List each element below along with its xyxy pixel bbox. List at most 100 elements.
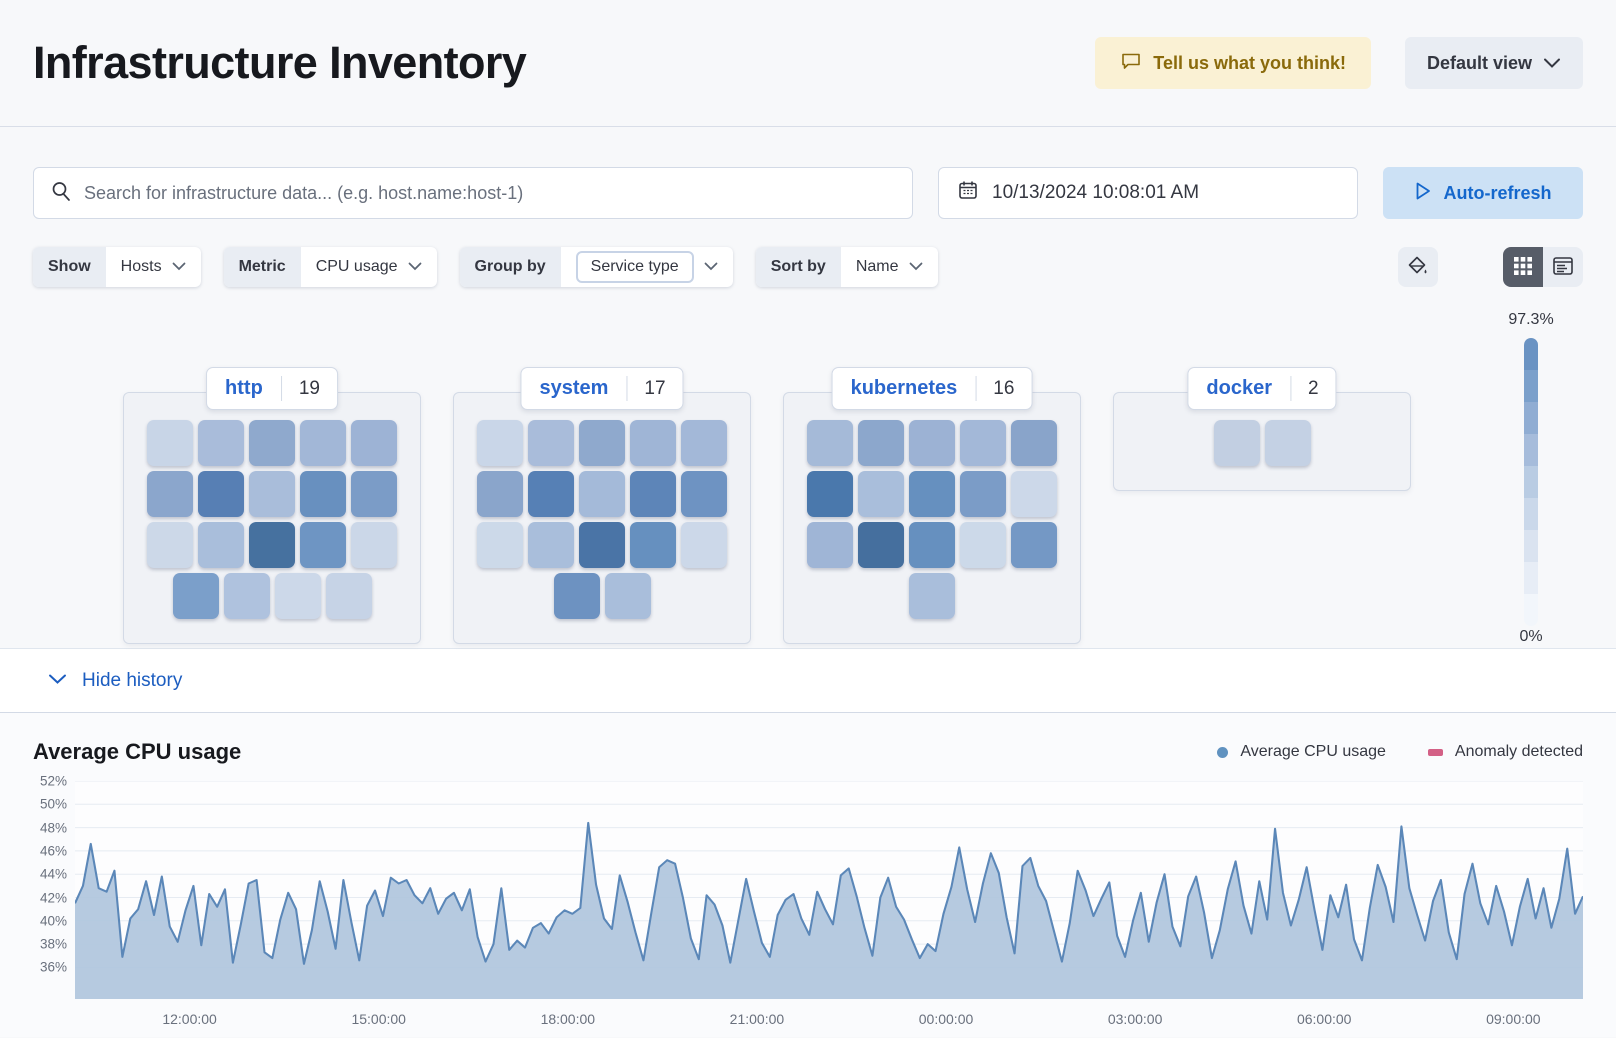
host-cell[interactable]	[528, 522, 574, 568]
host-cell[interactable]	[909, 522, 955, 568]
host-cell[interactable]	[1011, 522, 1057, 568]
host-cell[interactable]	[630, 522, 676, 568]
group-by-value-pill[interactable]: Service type	[575, 251, 694, 283]
host-cell[interactable]	[147, 420, 193, 466]
group-name-link[interactable]: docker	[1206, 377, 1273, 399]
map-view-button[interactable]	[1503, 247, 1543, 287]
host-cell[interactable]	[579, 522, 625, 568]
sort-by-filter[interactable]: Sort by Name	[755, 247, 938, 287]
waffle-row	[147, 573, 397, 619]
y-tick-label: 44%	[39, 866, 67, 882]
group-name-link[interactable]: http	[225, 377, 263, 399]
host-cell[interactable]	[147, 522, 193, 568]
host-cell[interactable]	[681, 522, 727, 568]
host-cell[interactable]	[858, 420, 904, 466]
host-cell[interactable]	[223, 573, 270, 619]
host-cell[interactable]	[858, 471, 904, 517]
date-picker[interactable]: 10/13/2024 10:08:01 AM	[938, 167, 1358, 219]
waffle-row	[147, 471, 397, 517]
host-cell[interactable]	[909, 573, 955, 619]
host-cell[interactable]	[960, 522, 1006, 568]
host-cell[interactable]	[172, 573, 219, 619]
group-name-link[interactable]: system	[539, 377, 609, 399]
host-cell[interactable]	[351, 420, 397, 466]
waffle-row	[147, 420, 397, 466]
host-cell[interactable]	[249, 471, 295, 517]
waffle-row	[807, 573, 1057, 619]
host-cell[interactable]	[630, 471, 676, 517]
host-cell[interactable]	[909, 471, 955, 517]
host-cell[interactable]	[249, 420, 295, 466]
x-tick-label: 06:00:00	[1296, 1011, 1352, 1027]
color-palette-button[interactable]	[1398, 247, 1438, 287]
host-cell[interactable]	[1213, 420, 1260, 466]
auto-refresh-button[interactable]: Auto-refresh	[1383, 167, 1583, 219]
host-cell[interactable]	[249, 522, 295, 568]
y-tick-label: 50%	[39, 796, 67, 812]
host-cell[interactable]	[579, 471, 625, 517]
color-scale-legend: 97.3% 0%	[1486, 311, 1576, 646]
host-cell[interactable]	[351, 522, 397, 568]
search-box[interactable]	[33, 167, 913, 219]
host-cell[interactable]	[858, 522, 904, 568]
search-input[interactable]	[84, 182, 896, 204]
host-cell[interactable]	[681, 471, 727, 517]
metric-filter[interactable]: Metric CPU usage	[223, 247, 437, 287]
host-cell[interactable]	[630, 420, 676, 466]
badge-divider	[975, 376, 977, 401]
filter-row: Show Hosts Metric CPU usage Group by Ser…	[33, 247, 1583, 287]
host-cell[interactable]	[477, 522, 523, 568]
group-by-filter[interactable]: Group by Service type	[459, 247, 733, 287]
search-toolbar: 10/13/2024 10:08:01 AM Auto-refresh	[33, 167, 1583, 219]
scale-step	[1524, 562, 1538, 594]
host-cell[interactable]	[300, 522, 346, 568]
scale-step	[1524, 530, 1538, 562]
host-cell[interactable]	[1011, 420, 1057, 466]
host-cell[interactable]	[300, 420, 346, 466]
y-tick-label: 36%	[39, 959, 67, 975]
host-cell[interactable]	[528, 471, 574, 517]
host-cell[interactable]	[909, 420, 955, 466]
host-cell[interactable]	[960, 471, 1006, 517]
paint-bucket-icon	[1406, 254, 1430, 281]
host-cell[interactable]	[1264, 420, 1311, 466]
host-cell[interactable]	[960, 420, 1006, 466]
host-cell[interactable]	[553, 573, 600, 619]
host-cell[interactable]	[579, 420, 625, 466]
host-cell[interactable]	[198, 471, 244, 517]
host-cell[interactable]	[807, 471, 853, 517]
host-cell[interactable]	[477, 420, 523, 466]
show-filter[interactable]: Show Hosts	[33, 247, 201, 287]
host-cell[interactable]	[807, 522, 853, 568]
host-cell[interactable]	[807, 420, 853, 466]
host-cell[interactable]	[1011, 471, 1057, 517]
hide-history-link[interactable]: Hide history	[82, 669, 183, 691]
legend-item[interactable]: Average CPU usage	[1217, 743, 1386, 761]
host-cell[interactable]	[147, 471, 193, 517]
host-cell[interactable]	[528, 420, 574, 466]
host-cell[interactable]	[681, 420, 727, 466]
play-icon	[1414, 181, 1432, 206]
app-header: Infrastructure Inventory Tell us what yo…	[0, 0, 1616, 127]
host-cell[interactable]	[274, 573, 321, 619]
table-view-button[interactable]	[1543, 247, 1583, 287]
host-cell[interactable]	[604, 573, 651, 619]
host-cell[interactable]	[300, 471, 346, 517]
group-name-link[interactable]: kubernetes	[850, 377, 958, 399]
host-cell[interactable]	[198, 420, 244, 466]
host-cell[interactable]	[477, 471, 523, 517]
feedback-button[interactable]: Tell us what you think!	[1095, 37, 1371, 89]
legend-item[interactable]: Anomaly detected	[1427, 743, 1583, 761]
waffle-row	[807, 420, 1057, 466]
host-cell[interactable]	[325, 573, 372, 619]
saved-view-selector[interactable]: Default view	[1404, 37, 1583, 89]
host-cell[interactable]	[198, 522, 244, 568]
host-cell[interactable]	[351, 471, 397, 517]
x-tick-label: 15:00:00	[351, 1011, 406, 1027]
